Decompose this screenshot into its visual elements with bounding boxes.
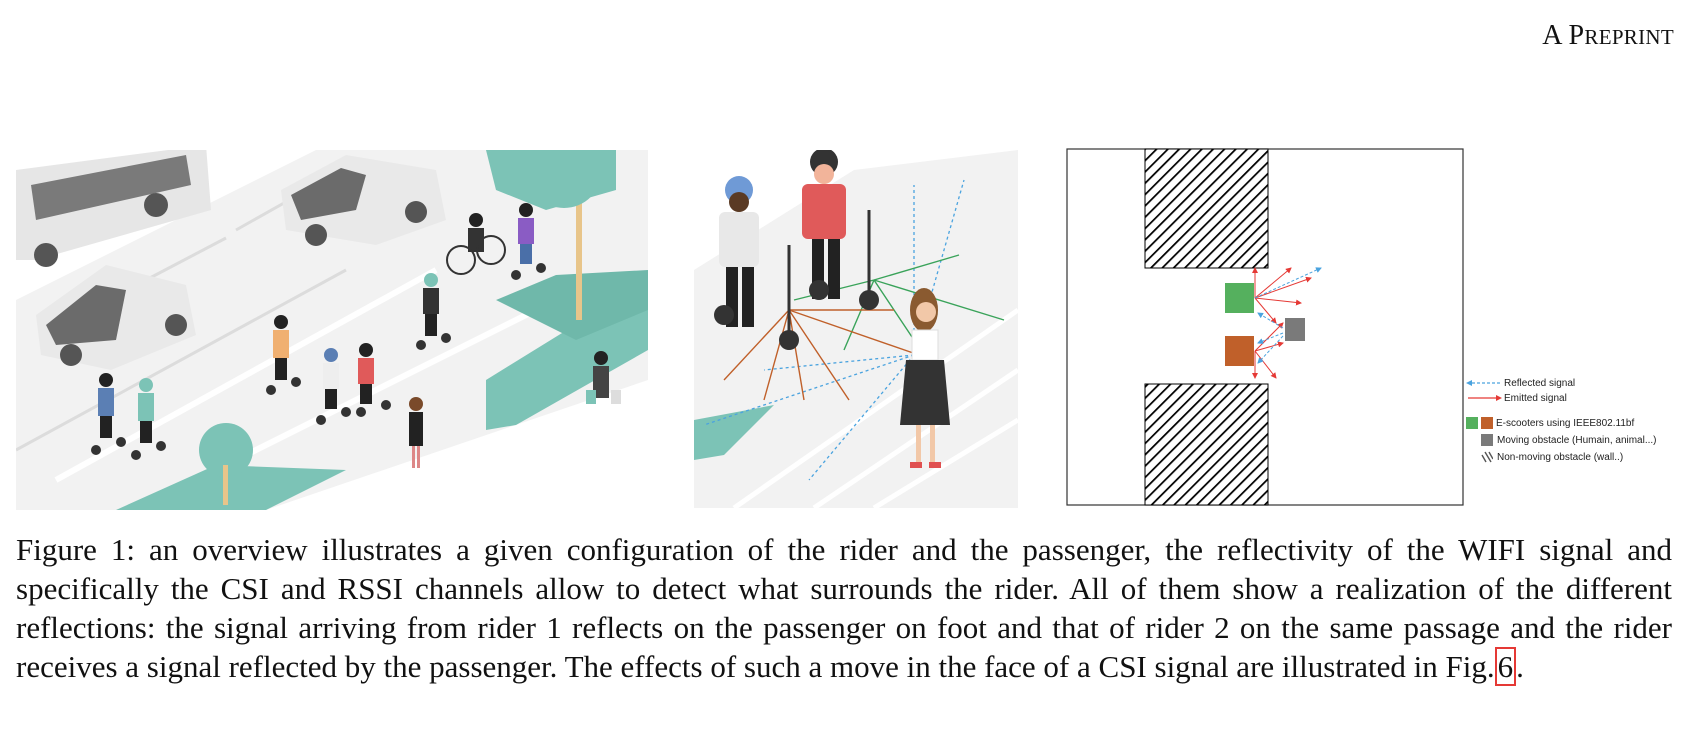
diagram-legend: Reflected signal Emitted signal E-scoote… [1466,375,1692,475]
legend-nonmoving-label: Non-moving obstacle (wall..) [1497,451,1624,463]
street-illustration [16,150,648,510]
gray-square-icon [1481,434,1493,446]
legend-emitted-label: Emitted signal [1504,392,1567,404]
legend-row-escooters: E-scooters using IEEE802.11bf [1466,415,1634,431]
figure-reference-link[interactable]: 6 [1494,647,1517,686]
green-square-icon [1466,417,1478,429]
header-initial: A P [1542,20,1585,51]
caption-end: . [1516,649,1524,684]
figure-caption: Figure 1: an overview illustrates a give… [16,530,1672,686]
hatch-icon [1481,451,1493,463]
moving-obstacle-block [1285,318,1305,341]
legend-row-nonmoving: Non-moving obstacle (wall..) [1466,449,1623,465]
legend-moving-label: Moving obstacle (Humain, animal...) [1497,434,1657,446]
legend-escooters-label: E-scooters using IEEE802.11bf [1496,417,1635,429]
green-scooter-block [1225,283,1254,313]
reflected-arrow-icon [1466,380,1500,386]
legend-row-moving: Moving obstacle (Humain, animal...) [1466,432,1657,448]
signal-schematic-diagram [1066,148,1464,506]
legend-row-emitted: Emitted signal [1466,390,1567,406]
caption-text: Figure 1: an overview illustrates a give… [16,532,1672,684]
riders-reflection-illustration [694,150,1018,508]
running-header: A PREPRINT [1542,20,1674,52]
legend-reflected-label: Reflected signal [1504,377,1576,389]
legend-row-reflected: Reflected signal [1466,375,1575,391]
orange-square-icon [1481,417,1493,429]
orange-scooter-block [1225,336,1254,366]
emitted-arrow-icon [1468,395,1502,401]
header-rest: REPRINT [1584,25,1674,49]
